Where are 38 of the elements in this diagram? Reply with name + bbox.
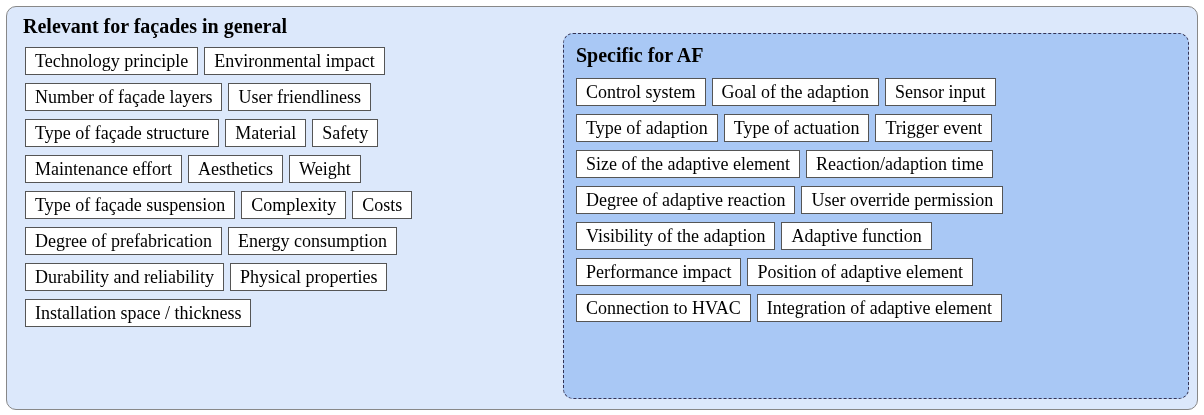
dashed-panel xyxy=(563,33,1189,399)
criterion-box: Degree of adaptive reaction xyxy=(576,186,796,214)
criterion-box: Complexity xyxy=(241,191,347,219)
criterion-box: Integration of adaptive element xyxy=(756,294,1003,322)
criterion-box: Type of façade suspension xyxy=(25,191,236,219)
criterion-box: Safety xyxy=(312,119,379,147)
criterion-box: Connection to HVAC xyxy=(576,294,751,322)
criterion-box: Technology principle xyxy=(25,47,199,75)
criterion-box: Energy consumption xyxy=(227,227,398,255)
criterion-box: Adaptive function xyxy=(781,222,932,250)
criterion-box: User friendliness xyxy=(228,83,371,111)
criterion-box: Type of façade structure xyxy=(25,119,220,147)
criterion-box: Installation space / thickness xyxy=(25,299,252,327)
criterion-box: Degree of prefabrication xyxy=(25,227,222,255)
criterion-box: Type of actuation xyxy=(723,114,870,142)
criterion-box: Sensor input xyxy=(885,78,996,106)
group-heading: Specific for AF xyxy=(576,44,704,67)
criterion-box: Number of façade layers xyxy=(25,83,223,111)
criterion-box: Position of adaptive element xyxy=(747,258,973,286)
criterion-box: Reaction/adaption time xyxy=(805,150,994,178)
criterion-box: Size of the adaptive element xyxy=(576,150,800,178)
criterion-box: Durability and reliability xyxy=(25,263,224,291)
criterion-box: Material xyxy=(225,119,307,147)
criterion-box: Physical properties xyxy=(229,263,388,291)
criterion-box: Costs xyxy=(352,191,413,219)
criterion-box: Visibility of the adaption xyxy=(576,222,776,250)
criterion-box: Environmental impact xyxy=(204,47,385,75)
criterion-box: Weight xyxy=(289,155,361,183)
group-heading: Relevant for façades in general xyxy=(23,15,288,38)
criterion-box: Goal of the adaption xyxy=(711,78,879,106)
criterion-box: Type of adaption xyxy=(576,114,718,142)
criterion-box: Aesthetics xyxy=(188,155,284,183)
criterion-box: Performance impact xyxy=(576,258,742,286)
criterion-box: User override permission xyxy=(801,186,1004,214)
outer-panel xyxy=(6,6,1198,410)
criterion-box: Maintenance effort xyxy=(25,155,183,183)
criterion-box: Control system xyxy=(576,78,706,106)
criterion-box: Trigger event xyxy=(875,114,993,142)
